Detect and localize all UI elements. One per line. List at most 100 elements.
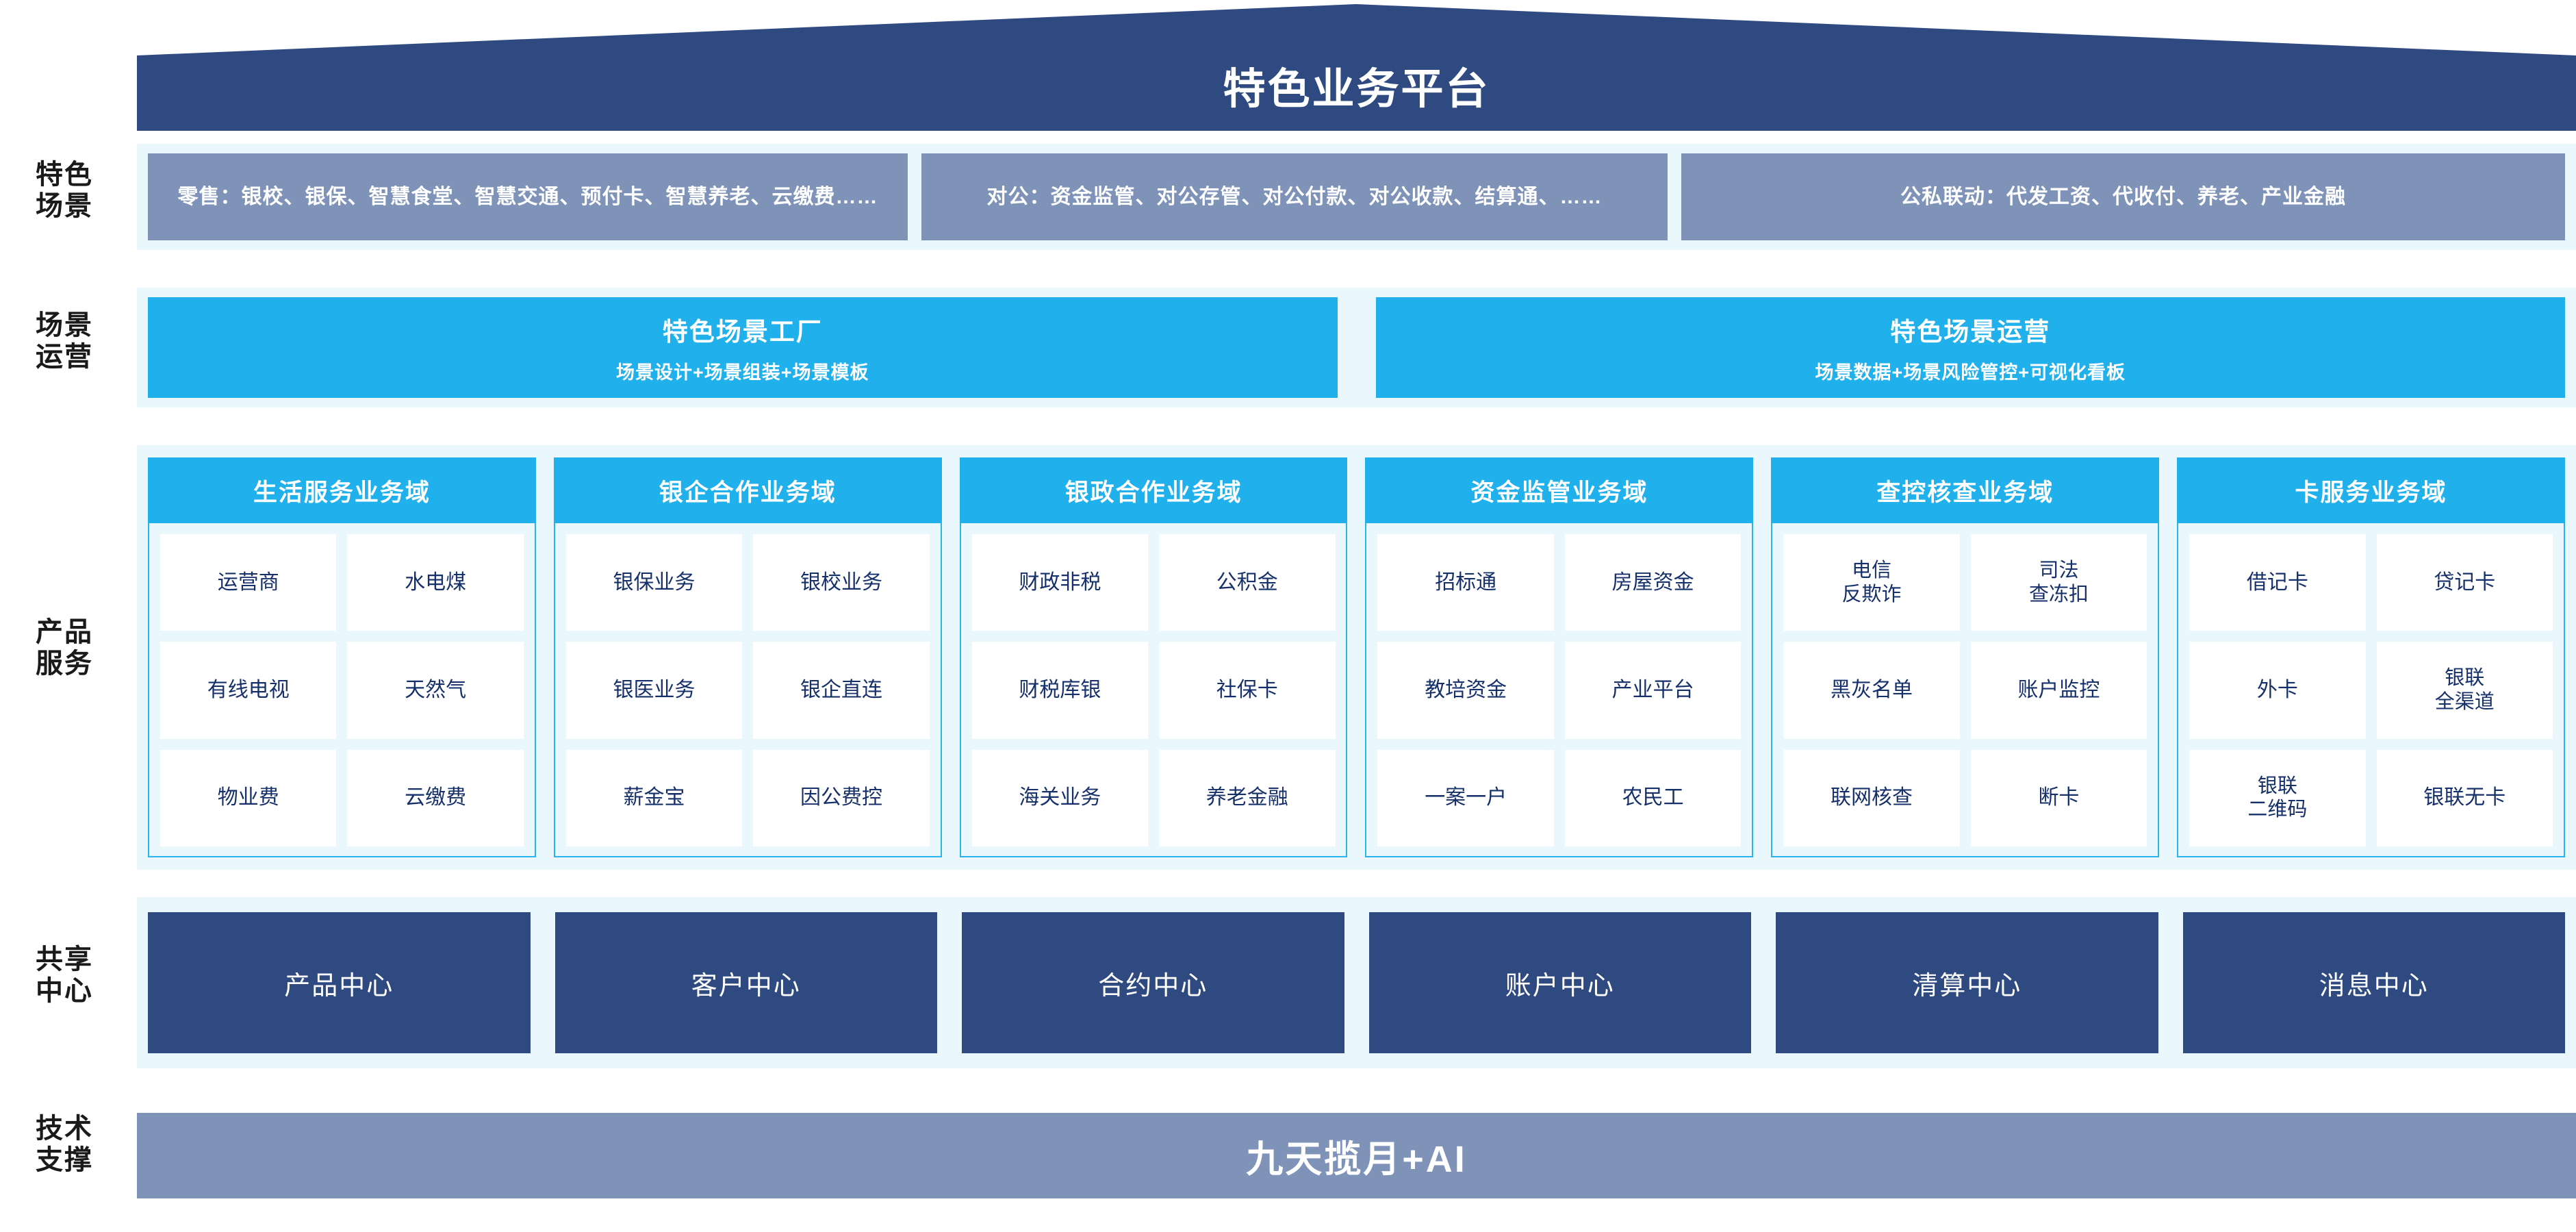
product-tile-row: 薪金宝因公费控 [565, 749, 930, 846]
scenario-box-corporate[interactable]: 对公：资金监管、对公存管、对公付款、对公收款、结算通、…… [921, 153, 1668, 240]
product-tile[interactable]: 社保卡 [1159, 642, 1336, 739]
product-tile[interactable]: 招标通 [1377, 534, 1554, 631]
product-tile[interactable]: 借记卡 [2189, 534, 2366, 631]
product-domain-header[interactable]: 查控核查业务域 [1771, 457, 2160, 523]
scenario-box-public-private[interactable]: 公私联动：代发工资、代收付、养老、产业金融 [1681, 153, 2565, 240]
shared-center-box[interactable]: 消息中心 [2182, 912, 2565, 1053]
rail-label-operation-line1: 场景 [36, 310, 93, 340]
shared-center-box[interactable]: 账户中心 [1368, 912, 1751, 1053]
rail-label-center-line2: 中心 [36, 976, 93, 1006]
product-tile[interactable]: 账户监控 [1970, 642, 2147, 739]
product-tile-row: 联网核查断卡 [1783, 749, 2147, 846]
product-tile[interactable]: 财政非税 [971, 534, 1149, 631]
scenario-box-retail[interactable]: 零售：银校、银保、智慧食堂、智慧交通、预付卡、智慧养老、云缴费…… [148, 153, 908, 240]
shared-center-box[interactable]: 合约中心 [962, 912, 1344, 1053]
product-tile[interactable]: 海关业务 [971, 749, 1149, 846]
product-tile-row: 借记卡贷记卡 [2189, 534, 2553, 631]
product-domain-body: 银保业务银校业务银医业务银企直连薪金宝因公费控 [553, 523, 942, 857]
product-domain-body: 借记卡贷记卡外卡银联 全渠道银联 二维码银联无卡 [2177, 523, 2565, 857]
product-tile[interactable]: 云缴费 [347, 749, 524, 846]
product-domain-body: 招标通房屋资金教培资金产业平台一案一户农民工 [1365, 523, 1754, 857]
product-tile[interactable]: 银企直连 [753, 642, 930, 739]
product-tile[interactable]: 外卡 [2189, 642, 2366, 739]
operation-row: 特色场景工厂 场景设计+场景组装+场景模板 特色场景运营 场景数据+场景风险管控… [148, 297, 2565, 398]
product-tile-row: 银联 二维码银联无卡 [2189, 749, 2553, 846]
rail-label-center: 共享 中心 [10, 944, 119, 1007]
rail-label-product: 产品 服务 [10, 616, 119, 679]
product-tile-row: 运营商水电煤 [160, 534, 524, 631]
product-tile-row: 有线电视天然气 [160, 642, 524, 739]
product-tile[interactable]: 薪金宝 [565, 749, 743, 846]
rail-label-tech: 技术 支撑 [10, 1113, 119, 1176]
product-tile[interactable]: 电信 反欺诈 [1783, 534, 1960, 631]
scenario-row: 零售：银校、银保、智慧食堂、智慧交通、预付卡、智慧养老、云缴费…… 对公：资金监… [148, 153, 2565, 240]
product-domain-header[interactable]: 资金监管业务域 [1365, 457, 1754, 523]
tech-support-band: 九天揽月+AI [137, 1113, 2576, 1198]
product-tile[interactable]: 银医业务 [565, 642, 743, 739]
product-tile[interactable]: 养老金融 [1159, 749, 1336, 846]
product-tile-row: 海关业务养老金融 [971, 749, 1336, 846]
operation-box-scene-operation[interactable]: 特色场景运营 场景数据+场景风险管控+可视化看板 [1375, 297, 2565, 398]
shared-center-band: 产品中心客户中心合约中心账户中心清算中心消息中心 [137, 897, 2576, 1068]
product-tile[interactable]: 财税库银 [971, 642, 1149, 739]
product-tile[interactable]: 断卡 [1970, 749, 2147, 846]
product-domain-header[interactable]: 生活服务业务域 [148, 457, 536, 523]
product-domain-header[interactable]: 银政合作业务域 [959, 457, 1348, 523]
product-tile[interactable]: 银联无卡 [2376, 749, 2553, 846]
shared-center-box[interactable]: 清算中心 [1776, 912, 2158, 1053]
operation-box-scene-factory-title: 特色场景工厂 [662, 318, 823, 346]
product-tile[interactable]: 运营商 [160, 534, 337, 631]
product-tile[interactable]: 一案一户 [1377, 749, 1554, 846]
product-tile-row: 银医业务银企直连 [565, 642, 930, 739]
product-tile[interactable]: 天然气 [347, 642, 524, 739]
product-domain-body: 财政非税公积金财税库银社保卡海关业务养老金融 [959, 523, 1348, 857]
product-tile[interactable]: 产业平台 [1564, 642, 1742, 739]
product-tile[interactable]: 银校业务 [753, 534, 930, 631]
product-domain-column: 卡服务业务域借记卡贷记卡外卡银联 全渠道银联 二维码银联无卡 [2177, 457, 2565, 857]
product-tile-row: 教培资金产业平台 [1377, 642, 1742, 739]
product-tile[interactable]: 房屋资金 [1564, 534, 1742, 631]
rail-label-product-line1: 产品 [36, 617, 93, 647]
product-tile[interactable]: 黑灰名单 [1783, 642, 1960, 739]
shared-center-box[interactable]: 产品中心 [148, 912, 531, 1053]
operation-box-scene-factory[interactable]: 特色场景工厂 场景设计+场景组装+场景模板 [148, 297, 1338, 398]
product-tile[interactable]: 有线电视 [160, 642, 337, 739]
product-tile[interactable]: 银联 全渠道 [2376, 642, 2553, 739]
product-tile[interactable]: 物业费 [160, 749, 337, 846]
product-domain-body: 运营商水电煤有线电视天然气物业费云缴费 [148, 523, 536, 857]
product-domain-column: 银政合作业务域财政非税公积金财税库银社保卡海关业务养老金融 [959, 457, 1348, 857]
product-tile[interactable]: 银保业务 [565, 534, 743, 631]
product-domain-body: 电信 反欺诈司法 查冻扣黑灰名单账户监控联网核查断卡 [1771, 523, 2160, 857]
product-tile[interactable]: 银联 二维码 [2189, 749, 2366, 846]
scenario-band: 零售：银校、银保、智慧食堂、智慧交通、预付卡、智慧养老、云缴费…… 对公：资金监… [137, 144, 2576, 250]
product-tile[interactable]: 贷记卡 [2376, 534, 2553, 631]
rail-label-operation-line2: 运营 [36, 342, 93, 372]
product-domain-column: 查控核查业务域电信 反欺诈司法 查冻扣黑灰名单账户监控联网核查断卡 [1771, 457, 2160, 857]
product-tile[interactable]: 水电煤 [347, 534, 524, 631]
rail-label-scenario-line2: 场景 [36, 191, 93, 221]
rail-label-tech-line1: 技术 [36, 1114, 93, 1144]
product-domain-header[interactable]: 银企合作业务域 [553, 457, 942, 523]
product-tile-row: 招标通房屋资金 [1377, 534, 1742, 631]
product-columns: 生活服务业务域运营商水电煤有线电视天然气物业费云缴费银企合作业务域银保业务银校业… [148, 457, 2565, 857]
product-tile[interactable]: 教培资金 [1377, 642, 1554, 739]
product-domain-column: 资金监管业务域招标通房屋资金教培资金产业平台一案一户农民工 [1365, 457, 1754, 857]
operation-box-scene-operation-subtitle: 场景数据+场景风险管控+可视化看板 [1815, 362, 2126, 383]
platform-roof-banner: 特色业务平台 [137, 4, 2576, 131]
operation-box-scene-operation-title: 特色场景运营 [1890, 318, 2051, 346]
product-tile[interactable]: 联网核查 [1783, 749, 1960, 846]
shared-center-row: 产品中心客户中心合约中心账户中心清算中心消息中心 [148, 912, 2565, 1053]
shared-center-box[interactable]: 客户中心 [554, 912, 937, 1053]
product-tile[interactable]: 公积金 [1159, 534, 1336, 631]
rail-label-scenario: 特色 场景 [10, 159, 119, 222]
operation-band: 特色场景工厂 场景设计+场景组装+场景模板 特色场景运营 场景数据+场景风险管控… [137, 288, 2576, 407]
rail-label-product-line2: 服务 [36, 649, 93, 679]
product-tile[interactable]: 司法 查冻扣 [1970, 534, 2147, 631]
product-domain-column: 银企合作业务域银保业务银校业务银医业务银企直连薪金宝因公费控 [553, 457, 942, 857]
product-domain-header[interactable]: 卡服务业务域 [2177, 457, 2565, 523]
roof-shape-icon [137, 4, 2576, 131]
product-tile-row: 电信 反欺诈司法 查冻扣 [1783, 534, 2147, 631]
product-tile-row: 外卡银联 全渠道 [2189, 642, 2553, 739]
product-tile[interactable]: 因公费控 [753, 749, 930, 846]
product-tile[interactable]: 农民工 [1564, 749, 1742, 846]
